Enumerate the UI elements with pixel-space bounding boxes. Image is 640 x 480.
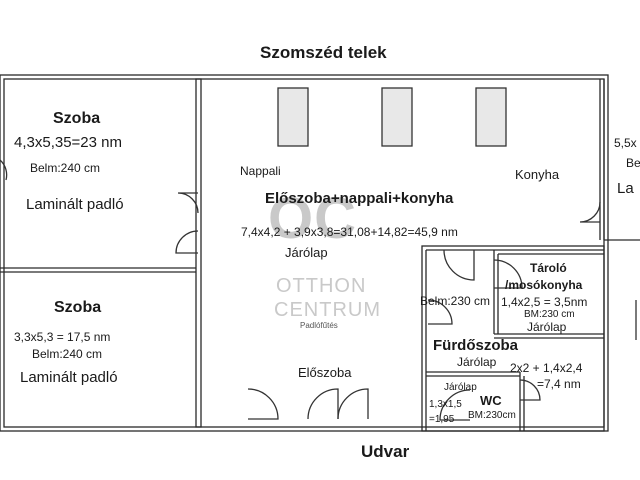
main-room-name: Előszoba+nappali+konyha: [265, 190, 454, 207]
storage-height: BM:230 cm: [524, 309, 575, 320]
doors: [175, 192, 637, 421]
title-bottom: Udvar: [361, 442, 410, 461]
room-b-dims: 3,3x5,3 = 17,5 nm: [14, 330, 111, 344]
storage-dims: 1,4x2,5 = 3,5nm: [501, 295, 588, 309]
title-top: Szomszéd telek: [260, 43, 387, 62]
bathroom-floor: Járólap: [457, 355, 497, 369]
floor-heating-label: Padlófűtés: [300, 321, 338, 330]
storage-floor: Járólap: [527, 320, 567, 334]
storage-name-1: Tároló: [530, 261, 567, 275]
room-b-floor: Laminált padló: [20, 369, 118, 386]
right-room-dims: 5,5x: [614, 136, 637, 150]
wc-height: BM:230cm: [468, 410, 516, 421]
main-room-dims: 7,4x4,2 + 3,9x3,8=31,08+14,82=45,9 nm: [241, 225, 458, 239]
right-room-floor: La: [617, 180, 634, 197]
storage-name-2: /mosókonyha: [505, 278, 583, 292]
bathroom-dims-2: =7,4 nm: [537, 377, 581, 391]
bathroom-name: Fürdőszoba: [433, 337, 518, 354]
main-room-floor: Járólap: [285, 245, 328, 260]
skylights: [277, 87, 507, 147]
left-edge-door: [0, 159, 8, 181]
room-b-height: Belm:240 cm: [32, 347, 103, 361]
watermark-logo: OC: [268, 186, 357, 251]
room-a-floor: Laminált padló: [26, 196, 124, 213]
wc-name: WC: [480, 393, 502, 408]
room-a-name: Szoba: [53, 110, 101, 127]
room-a-dims: 4,3x5,35=23 nm: [14, 134, 122, 151]
room-b-name: Szoba: [54, 299, 102, 316]
bathroom-dims-1: 2x2 + 1,4x2,4: [510, 361, 583, 375]
bathroom-block-walls: [421, 245, 605, 432]
wc-dims-2: =1,95: [429, 414, 455, 425]
wc-floor: Járólap: [444, 382, 477, 393]
right-rooms-walls: [599, 79, 640, 241]
zone-kitchen: Konyha: [515, 167, 560, 182]
right-room-height: Be: [626, 156, 640, 170]
zone-living: Nappali: [240, 164, 281, 178]
room-a-height: Belm:240 cm: [30, 161, 101, 175]
zone-hall: Előszoba: [298, 365, 352, 380]
watermark-line2: CENTRUM: [274, 299, 381, 321]
watermark-line1: OTTHON: [276, 275, 367, 297]
main-room-height: Belm:230 cm: [420, 294, 491, 308]
wc-dims-1: 1,3x1,5: [429, 399, 462, 410]
